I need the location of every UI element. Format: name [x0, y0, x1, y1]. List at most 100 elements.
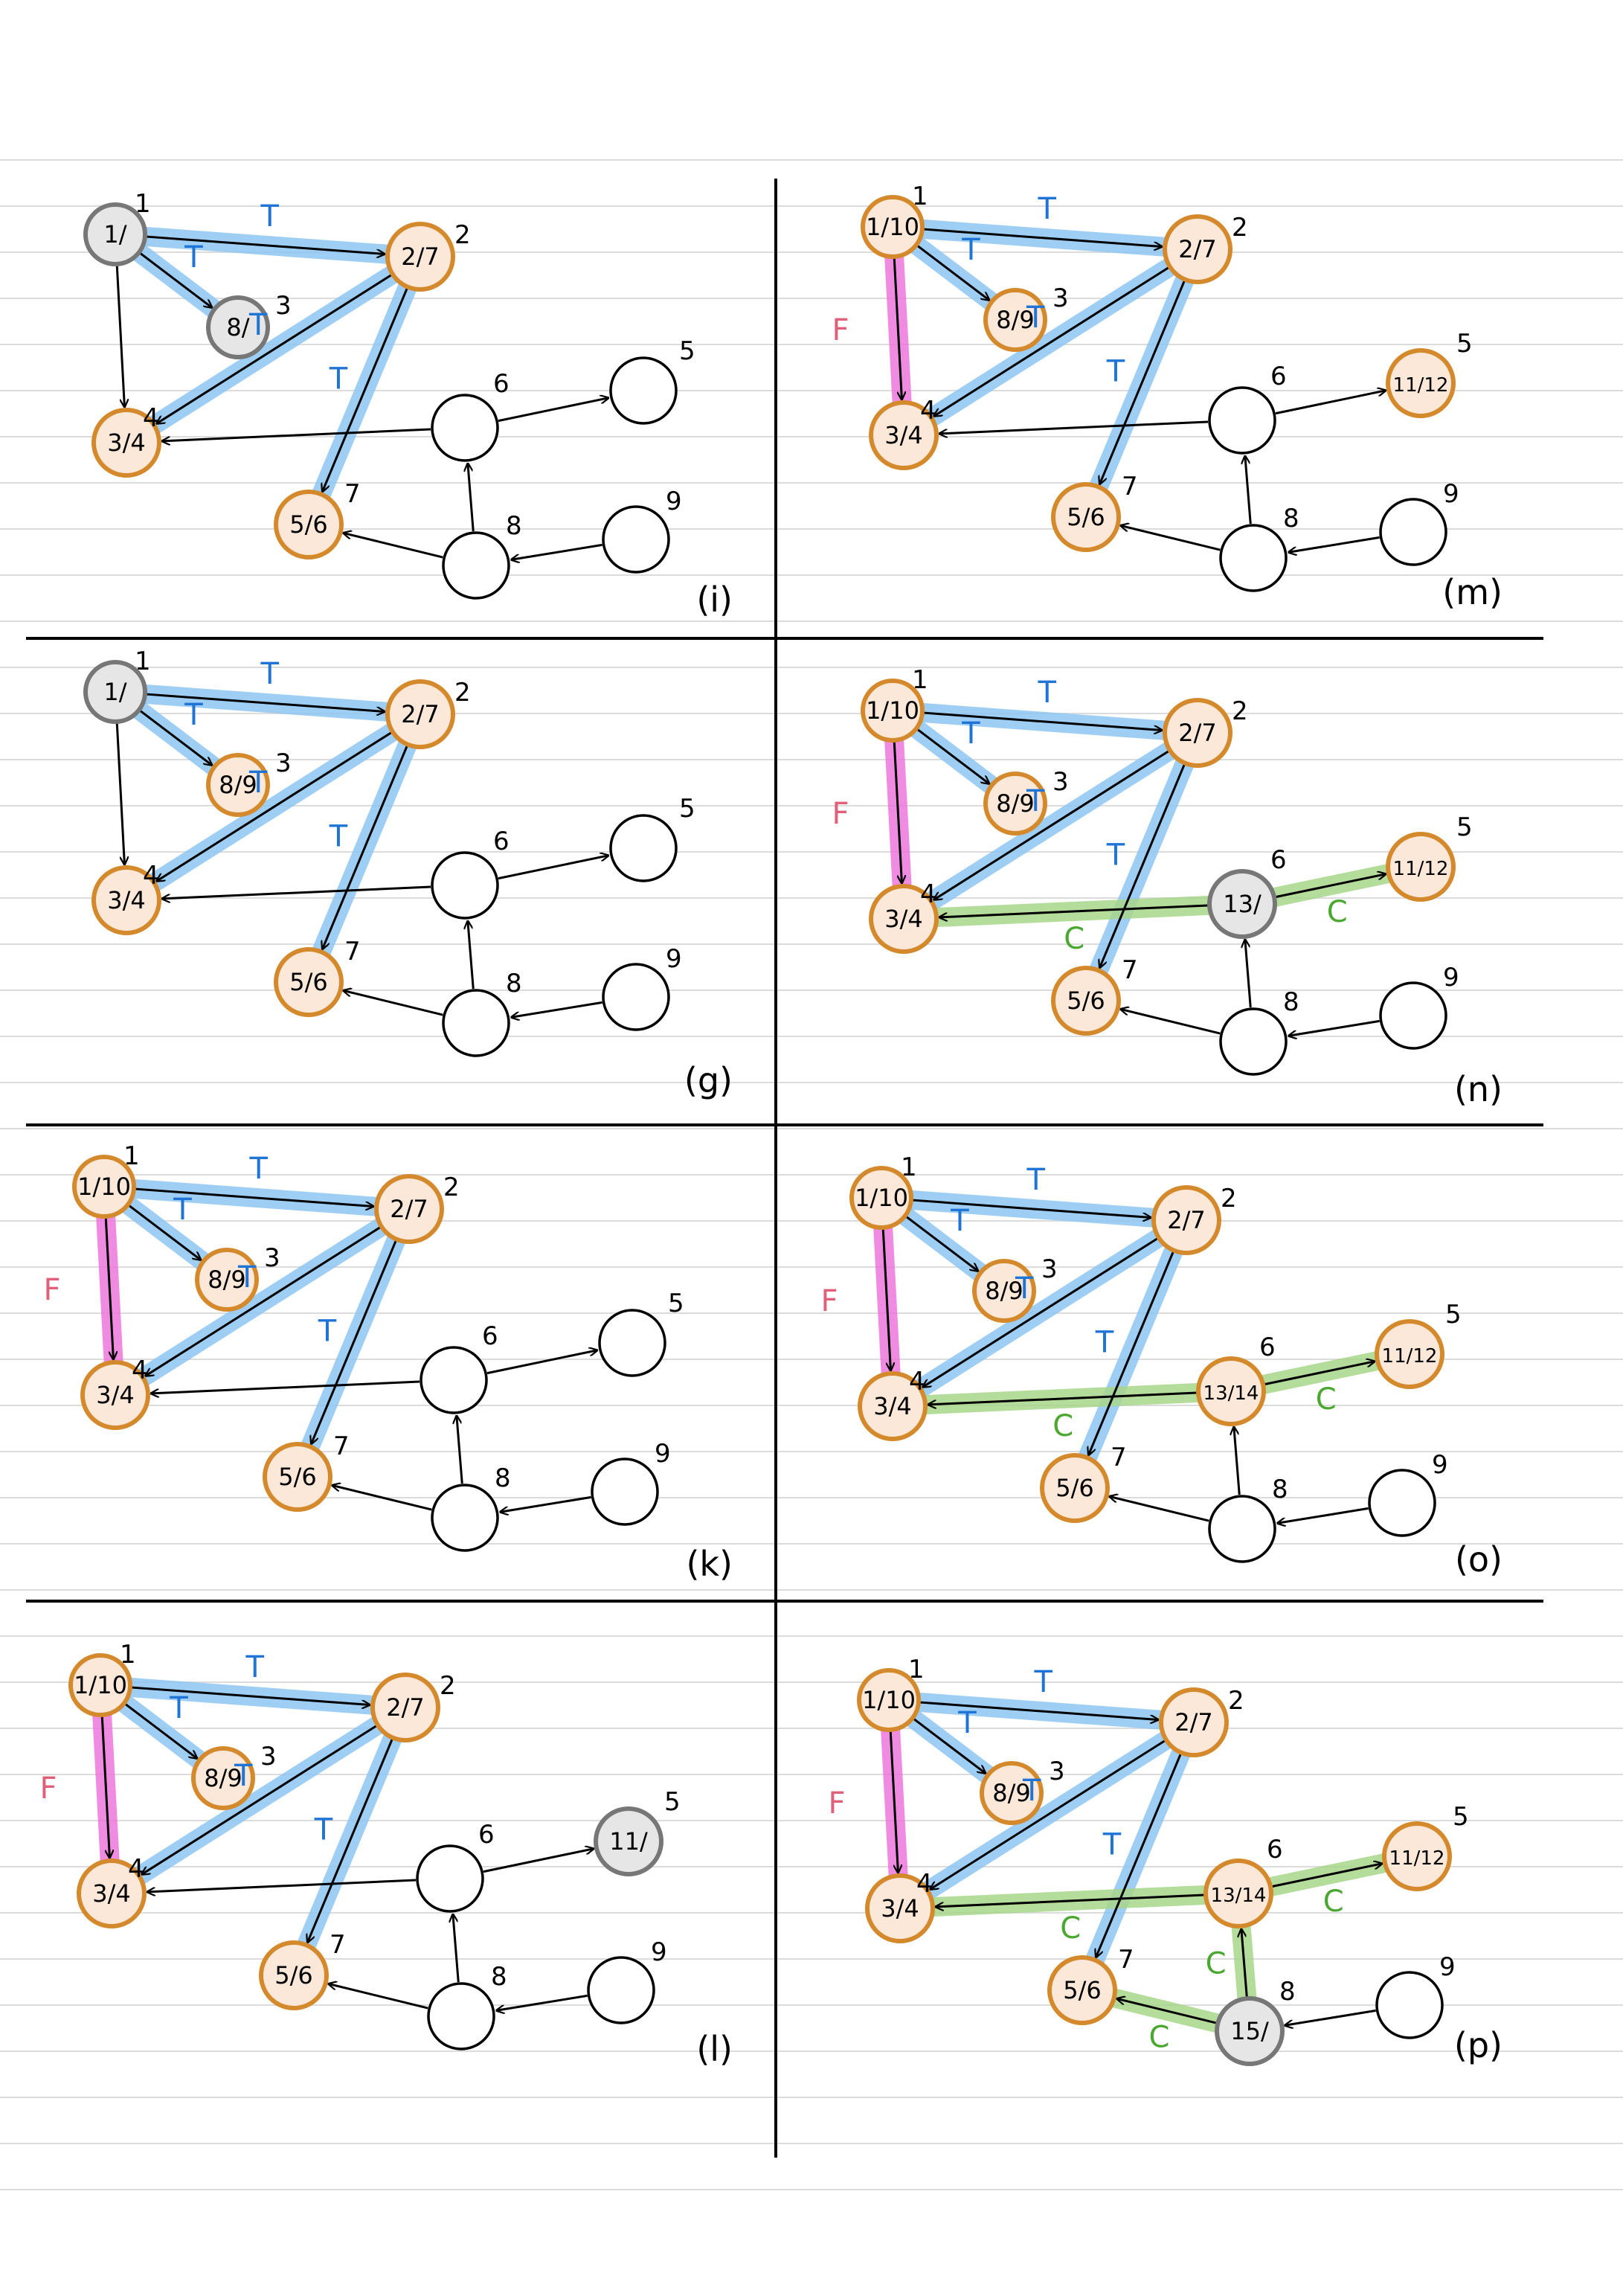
vertex-number: 8 — [506, 969, 522, 998]
edge-arrow — [923, 711, 1162, 730]
edge-arrow — [905, 1216, 977, 1271]
edge-arrow — [1288, 1019, 1380, 1036]
edge-arrow — [1277, 1507, 1369, 1523]
edge-arrow — [498, 856, 608, 880]
vertex-node — [91, 865, 161, 935]
vertex-time: 2/7 — [1174, 1708, 1213, 1737]
vertex-time: 5/6 — [1067, 987, 1105, 1015]
vertex-number: 7 — [1111, 1443, 1127, 1472]
vertex-time: 3/4 — [107, 886, 146, 914]
edge-arrow — [157, 274, 392, 424]
vertex-number: 9 — [1432, 1450, 1448, 1480]
vertex-node — [80, 1360, 150, 1430]
panel-caption: (m) — [1442, 572, 1503, 612]
panel-caption: (l) — [696, 2029, 733, 2069]
vertex-number: 5 — [1456, 812, 1473, 842]
vertex-node — [591, 1458, 659, 1526]
vertex-node — [1208, 386, 1276, 455]
vertex-number: 9 — [1439, 1952, 1456, 1982]
edge-arrow — [934, 266, 1169, 417]
vertex-time: 1/ — [103, 220, 126, 248]
edge-arrow — [139, 252, 211, 307]
vertex-time: 8/9 — [204, 1764, 242, 1792]
vertex-node — [1219, 1007, 1288, 1076]
vertex-number: 8 — [1283, 987, 1299, 1017]
vertex-node — [431, 1484, 499, 1552]
edge-arrow — [135, 1187, 373, 1206]
vertex-time: 2/7 — [386, 1693, 425, 1722]
edge-arrow — [936, 1893, 1205, 1907]
edge-class-label: F — [43, 1273, 60, 1307]
vertex-time: 13/14 — [1203, 1382, 1259, 1405]
vertex-time: 8/ — [226, 313, 249, 341]
vertex-number: 4 — [143, 861, 159, 891]
edge-arrow — [1110, 1496, 1209, 1522]
vertex-number: 2 — [443, 1173, 460, 1202]
vertex-node — [83, 202, 147, 266]
edge-arrow — [889, 1731, 898, 1873]
vertex-node — [274, 490, 344, 559]
edge-class-label: T — [961, 233, 980, 267]
edge-arrow — [468, 921, 475, 990]
vertex-number: 2 — [1232, 696, 1248, 726]
edge-arrow — [311, 1240, 397, 1443]
vertex-number: 5 — [1453, 1802, 1469, 1832]
vertex-time: 1/10 — [855, 1184, 908, 1212]
vertex-time: 8/9 — [208, 1266, 246, 1294]
edge-arrow — [128, 1205, 200, 1260]
edge-class-label: F — [820, 1284, 838, 1318]
vertex-node — [849, 1166, 913, 1230]
edge-arrow — [500, 1495, 591, 1512]
edge-class-label: T — [329, 819, 348, 853]
vertex-node — [1163, 698, 1232, 768]
vertex-node — [442, 531, 510, 600]
edge-arrow — [146, 693, 385, 711]
vertex-node — [1203, 1859, 1273, 1928]
edge-arrow — [511, 543, 602, 559]
vertex-time: 5/6 — [1055, 1474, 1094, 1502]
vertex-time: 1/10 — [866, 696, 919, 725]
vertex-time: 5/6 — [278, 1463, 317, 1491]
vertex-node — [598, 1309, 666, 1377]
edge-arrow — [893, 741, 902, 883]
edge-arrow — [139, 710, 211, 765]
vertex-number: 6 — [478, 1820, 495, 1850]
vertex-number: 6 — [493, 369, 510, 399]
vertex-time: 2/7 — [1178, 719, 1217, 747]
vertex-node — [1375, 1971, 1444, 2039]
vertex-node — [385, 679, 455, 749]
vertex-node — [431, 394, 499, 462]
vertex-number: 6 — [1270, 845, 1287, 875]
edge-class-label: T — [961, 716, 980, 751]
vertex-node — [602, 505, 670, 574]
edge-arrow — [162, 428, 431, 441]
edge-arrow — [1234, 1427, 1241, 1495]
vertex-time: 2/7 — [1178, 235, 1217, 263]
edge-arrow — [1241, 1929, 1248, 1998]
edge-arrow — [498, 398, 608, 423]
vertex-number: 3 — [1052, 767, 1069, 797]
vertex-time: 8/9 — [985, 1277, 1023, 1305]
edge-class-label: T — [957, 1706, 977, 1740]
edge-class-label: T — [1102, 1827, 1122, 1862]
vertex-node — [1151, 1185, 1221, 1255]
vertex-node — [861, 679, 925, 743]
vertex-node — [206, 753, 270, 817]
vertex-number: 9 — [1443, 963, 1459, 993]
edge-arrow — [913, 1718, 985, 1773]
edge-arrow — [329, 1984, 428, 2010]
vertex-number: 3 — [1041, 1254, 1058, 1284]
edge-class-label: T — [1095, 1325, 1114, 1359]
vertex-number: 8 — [495, 1463, 511, 1493]
edge-arrow — [931, 1739, 1166, 1890]
edge-arrow — [919, 1701, 1158, 1719]
vertex-node — [1159, 1687, 1229, 1757]
vertex-number: 3 — [275, 291, 292, 321]
edge-arrow — [511, 1001, 602, 1017]
edge-class-label: T — [248, 308, 268, 342]
edge-class-label: F — [828, 1786, 845, 1821]
edge-class-label: T — [234, 1759, 253, 1793]
